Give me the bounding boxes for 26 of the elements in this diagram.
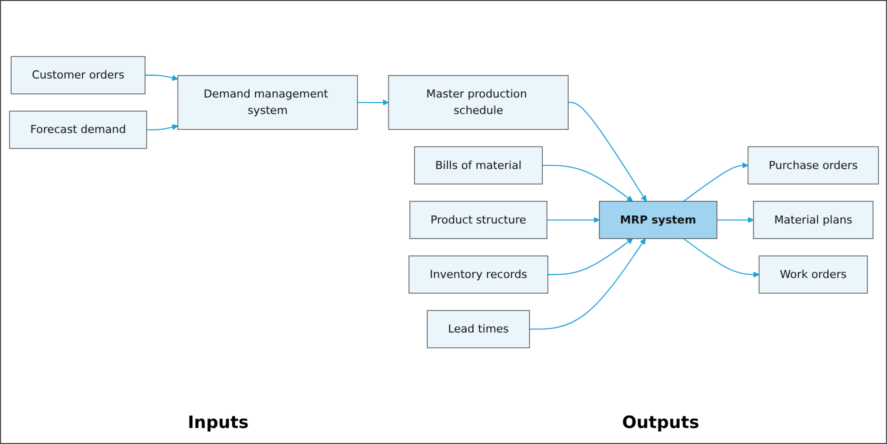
arrow bbox=[716, 216, 754, 223]
arrow bbox=[146, 124, 178, 130]
arrow bbox=[682, 238, 759, 278]
arrow bbox=[682, 162, 748, 202]
arrow bbox=[529, 238, 646, 330]
arrow bbox=[546, 216, 600, 223]
node-box bbox=[388, 75, 568, 130]
node-box bbox=[10, 56, 145, 94]
arrow bbox=[542, 164, 632, 202]
flowchart-diagram: Customer orders Bills of material Product structure Purchase orders Demand management system Master production schedule MRP system Material plans Forecast demand Inventory records Lead times Work orders bbox=[4, 50, 884, 354]
node-box bbox=[747, 146, 878, 184]
node-box bbox=[408, 255, 548, 294]
section-label: Outputs bbox=[622, 413, 700, 433]
node-box bbox=[752, 200, 873, 239]
node-box bbox=[408, 200, 547, 239]
node-box bbox=[414, 146, 542, 184]
node-box bbox=[176, 75, 358, 130]
section-label: Inputs bbox=[188, 413, 249, 433]
arrow bbox=[144, 74, 178, 81]
node-box bbox=[758, 255, 868, 294]
node-box bbox=[8, 110, 147, 149]
node-box bbox=[426, 310, 530, 348]
arrow bbox=[547, 238, 632, 275]
arrow bbox=[568, 102, 646, 202]
arrow bbox=[356, 99, 388, 106]
node-box bbox=[598, 200, 717, 239]
